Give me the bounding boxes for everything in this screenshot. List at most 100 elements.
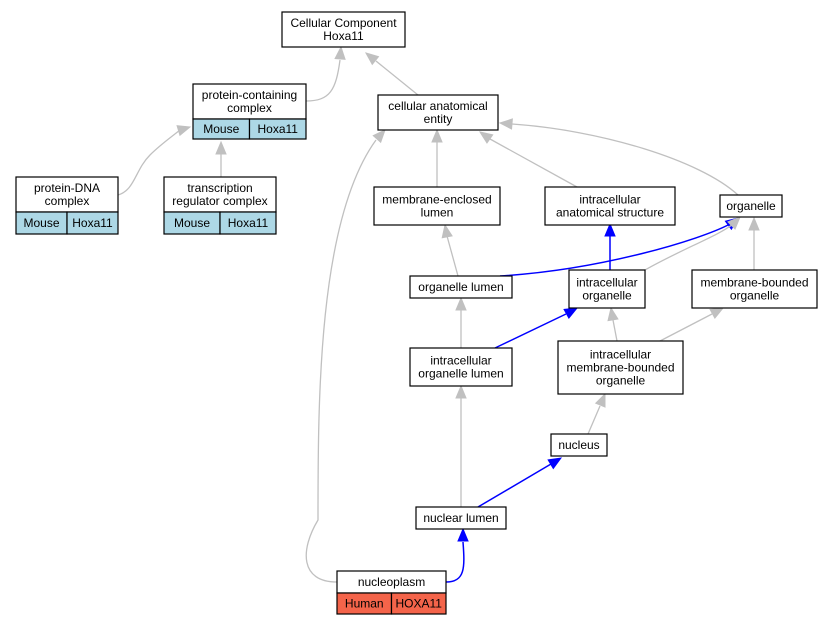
edge-cellular-anatomical-to-root	[364, 52, 419, 96]
edge-membrane-bounded-to-organelle	[748, 216, 760, 270]
node-label: complex	[227, 101, 272, 115]
arrowhead-icon	[607, 306, 619, 322]
node-organelle-lumen[interactable]: organelle lumen	[409, 275, 513, 299]
node-label: membrane-enclosed	[382, 193, 491, 207]
arrowhead-icon	[455, 384, 467, 399]
edge-protein-dna-to-protein-containing	[117, 125, 192, 196]
edge-line	[305, 139, 377, 583]
node-label: membrane-bounded	[566, 361, 674, 375]
node-box	[557, 340, 684, 395]
node-label: lumen	[421, 206, 454, 220]
arrowhead-icon	[709, 307, 725, 320]
gene-cell	[66, 211, 119, 235]
edge-line	[587, 405, 601, 435]
node-label: intracellular	[579, 193, 640, 207]
edge-nucleoplasm-to-nuclear-lumen	[445, 527, 469, 583]
edge-intracellular-membrane-bounded-to-intracellular-organelle	[607, 306, 619, 342]
node-label: entity	[424, 112, 453, 126]
arrowhead-icon	[478, 131, 494, 144]
node-organelle[interactable]: organelle	[719, 194, 783, 218]
species-label: Mouse	[23, 216, 59, 230]
edge-intracellular-organelle-to-intracellular-anatomical	[604, 222, 616, 270]
edge-line	[659, 313, 713, 342]
node-label: organelle	[582, 289, 632, 303]
edge-organelle-lumen-to-membrane-enclosed	[441, 223, 459, 277]
gene-label: Hoxa11	[258, 122, 299, 136]
species-annotation-row: Human HOXA11	[336, 592, 447, 615]
node-label: anatomical structure	[556, 206, 664, 220]
arrowhead-icon	[334, 45, 346, 60]
node-label: intracellular	[590, 348, 651, 362]
arrowhead-icon	[176, 125, 192, 137]
gene-label: HOXA11	[396, 597, 443, 611]
edge-line	[499, 223, 731, 277]
edges-layer	[117, 45, 760, 583]
node-box	[415, 506, 507, 530]
species-annotation-row: Mouse Hoxa11	[15, 211, 119, 235]
edge-intracellular-organelle-to-organelle	[644, 216, 741, 271]
node-box	[719, 194, 783, 218]
edge-membrane-enclosed-to-cellular-anatomical	[431, 128, 443, 187]
node-nucleus[interactable]: nucleus	[550, 433, 608, 457]
edge-nuclear-lumen-to-intracellular-organelle-lumen	[455, 384, 467, 507]
node-label: protein-DNA	[34, 181, 100, 195]
species-annotation-row: Mouse Hoxa11	[163, 211, 277, 235]
arrowhead-icon	[604, 222, 616, 237]
gene-cell	[390, 592, 447, 615]
edge-line	[612, 319, 618, 342]
node-label: organelle lumen	[418, 280, 503, 294]
node-nuclear-lumen[interactable]: nuclear lumen	[415, 506, 507, 530]
edge-nucleus-to-intracellular-membrane-bounded	[587, 392, 606, 435]
edge-organelle-lumen-to-organelle	[499, 217, 740, 277]
edge-intracellular-anatomical-to-cellular-anatomical	[478, 131, 578, 188]
node-label: regulator complex	[172, 194, 267, 208]
node-box	[409, 347, 513, 387]
node-box	[281, 11, 406, 48]
edge-line	[446, 235, 459, 277]
node-label: nuclear lumen	[423, 511, 498, 525]
node-box	[568, 269, 646, 309]
edge-line	[494, 313, 567, 349]
node-label: Hoxa11	[323, 29, 364, 43]
species-label: Mouse	[174, 216, 210, 230]
arrowhead-icon	[594, 392, 606, 408]
species-label: Human	[345, 597, 384, 611]
node-box	[192, 83, 307, 120]
node-label: intracellular	[430, 354, 491, 368]
node-label: nucleus	[558, 438, 599, 452]
node-box	[163, 176, 277, 213]
nodes-layer: Cellular ComponentHoxa11protein-containi…	[15, 11, 818, 615]
gene-label: Hoxa11	[228, 216, 269, 230]
edge-line	[117, 129, 181, 196]
gene-label: Hoxa11	[72, 216, 113, 230]
node-box	[15, 176, 119, 213]
edge-line	[511, 123, 739, 196]
node-box	[544, 186, 676, 226]
edge-line	[445, 541, 465, 583]
edge-line	[305, 59, 341, 102]
node-box	[691, 269, 818, 309]
arrowhead-icon	[441, 223, 453, 239]
gene-cell	[219, 211, 277, 235]
arrowhead-icon	[563, 307, 579, 320]
edge-line	[477, 463, 552, 508]
arrowhead-icon	[455, 296, 467, 311]
edge-line	[489, 138, 578, 188]
node-label: organelle lumen	[418, 367, 503, 381]
arrowhead-icon	[215, 140, 227, 155]
edge-line	[375, 60, 419, 96]
edge-nuclear-lumen-to-nucleus	[477, 457, 563, 508]
